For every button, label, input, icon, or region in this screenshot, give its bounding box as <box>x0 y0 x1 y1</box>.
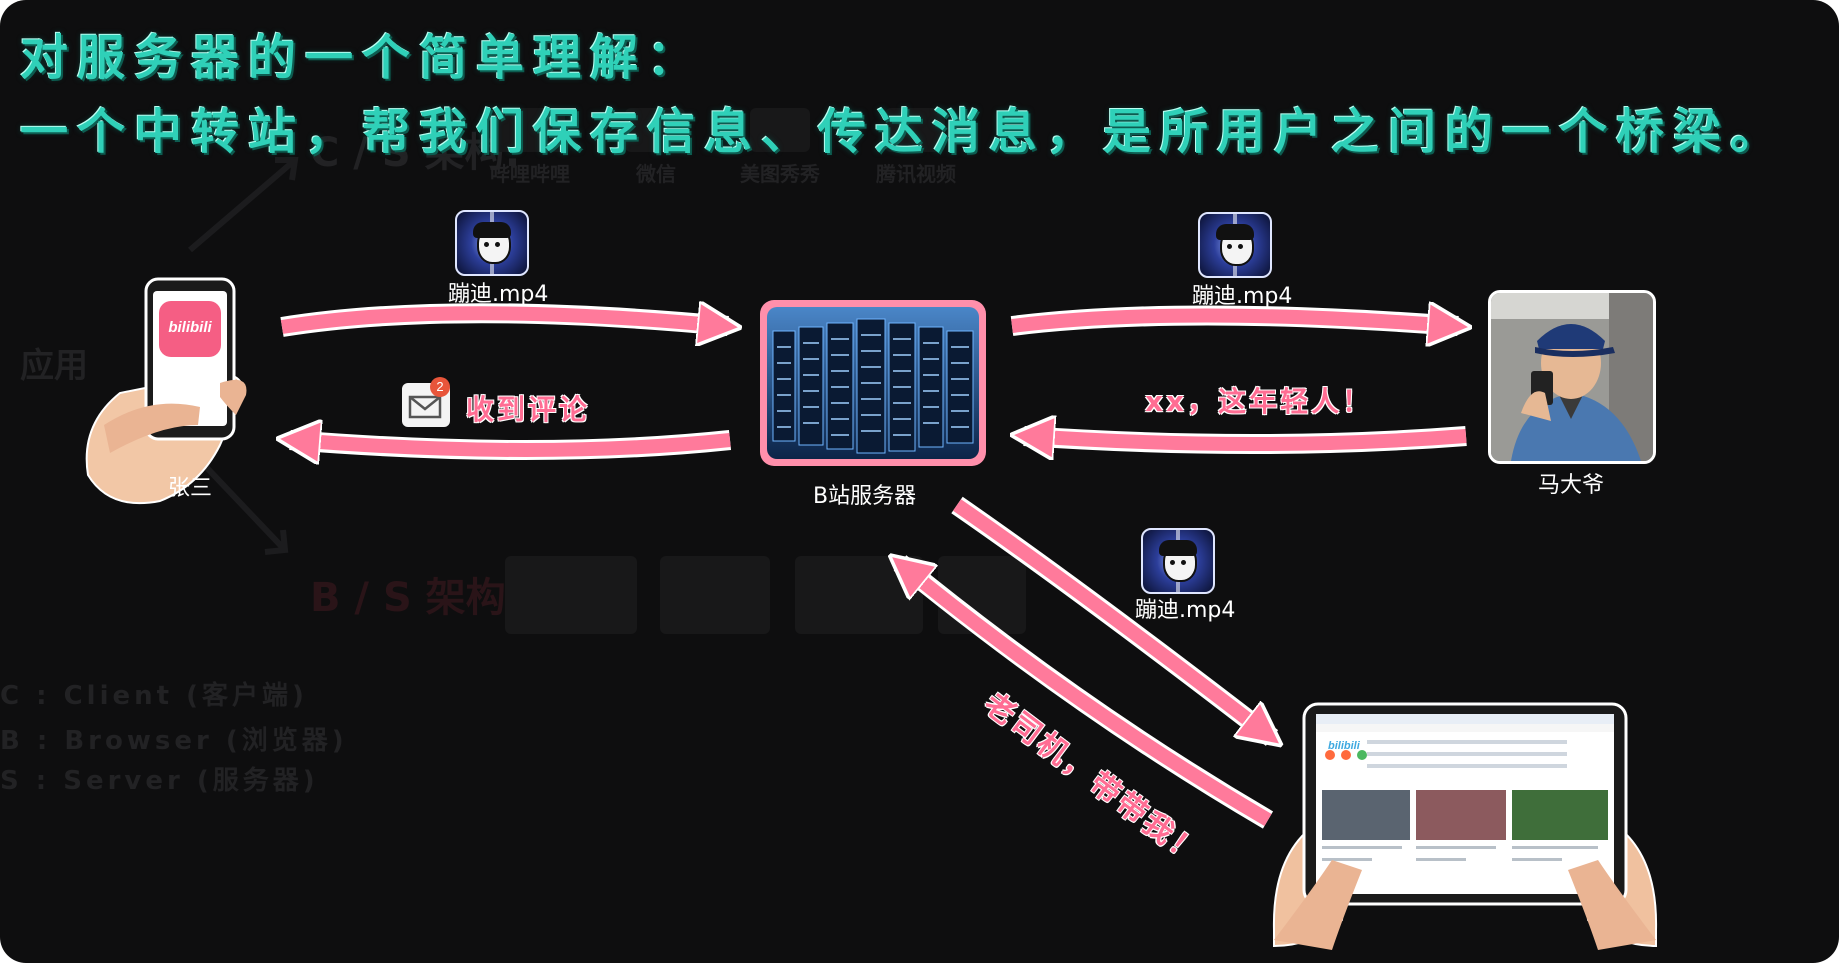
mail-badge: 2 <box>430 377 450 397</box>
arrow-oldman-to-server <box>1024 436 1467 444</box>
ghost-def-s: S : Server (服务器) <box>0 766 319 796</box>
ghost-app-icon <box>625 108 685 152</box>
phone-in-hand-image <box>85 277 247 505</box>
ghost-def-b: B : Browser (浏览器) <box>0 726 348 756</box>
title-line-2: 一个中转站，帮我们保存信息、传达消息，是所用户之间的一个桥梁。 <box>20 104 1788 160</box>
phone-client[interactable]: bilibili <box>70 275 270 515</box>
ghost-app-name: 微信 <box>636 162 676 186</box>
label-file-top-left: 蹦迪.mp4 <box>448 282 549 307</box>
tablet-in-hands-image <box>1272 702 1658 950</box>
label-file-top-right: 蹦迪.mp4 <box>1192 284 1293 309</box>
arrow-server-to-phone <box>290 440 732 450</box>
mail-icon: 2 <box>402 377 450 427</box>
ghost-cs-heading: C / S 架构: <box>310 130 521 176</box>
ghost-app-name: 美图秀秀 <box>740 162 820 186</box>
ghost-app-icon <box>750 108 810 152</box>
arrow-tablet-to-server <box>900 563 1274 829</box>
tablet-bilibili-logo: bilibili <box>1328 740 1360 752</box>
ghost-side-text: 应用 <box>20 346 88 386</box>
ghost-app-icon <box>495 108 565 152</box>
video-thumbnail-icon <box>1198 212 1272 278</box>
ghost-app-name: 腾讯视频 <box>876 162 956 186</box>
label-oldman: 马大爷 <box>1538 473 1605 498</box>
ghost-screenshot <box>660 556 770 634</box>
oldman-photo <box>1491 293 1653 461</box>
oldman-client[interactable] <box>1488 290 1656 464</box>
ghost-app-icon <box>885 108 945 152</box>
ghost-app-name: 哔哩哔哩 <box>490 162 570 186</box>
server-node[interactable] <box>760 300 986 466</box>
bilibili-app-icon: bilibili <box>168 319 212 336</box>
video-thumbnail-icon <box>455 210 529 276</box>
label-file-diagonal: 蹦迪.mp4 <box>1135 598 1236 623</box>
server-rack-image <box>767 307 979 459</box>
arrow-phone-to-server <box>280 313 728 327</box>
label-zhangsan: 张三 <box>168 476 213 501</box>
arrow-server-to-tablet <box>951 496 1272 738</box>
text-oldman-comment: xx，这年轻人！ <box>1145 385 1374 418</box>
title-line-1: 对服务器的一个简单理解： <box>20 30 705 86</box>
ghost-def-c: C : Client (客户端) <box>0 681 308 711</box>
tablet-client[interactable]: bilibili <box>1272 700 1658 950</box>
video-thumbnail-icon <box>1141 528 1215 594</box>
arrow-server-to-oldman <box>1010 316 1458 327</box>
label-server: B站服务器 <box>813 484 917 509</box>
ghost-screenshot <box>505 556 637 634</box>
ghost-bs-heading: B / S 架构: <box>310 575 522 621</box>
text-received-comment: 收到评论 <box>466 393 591 426</box>
